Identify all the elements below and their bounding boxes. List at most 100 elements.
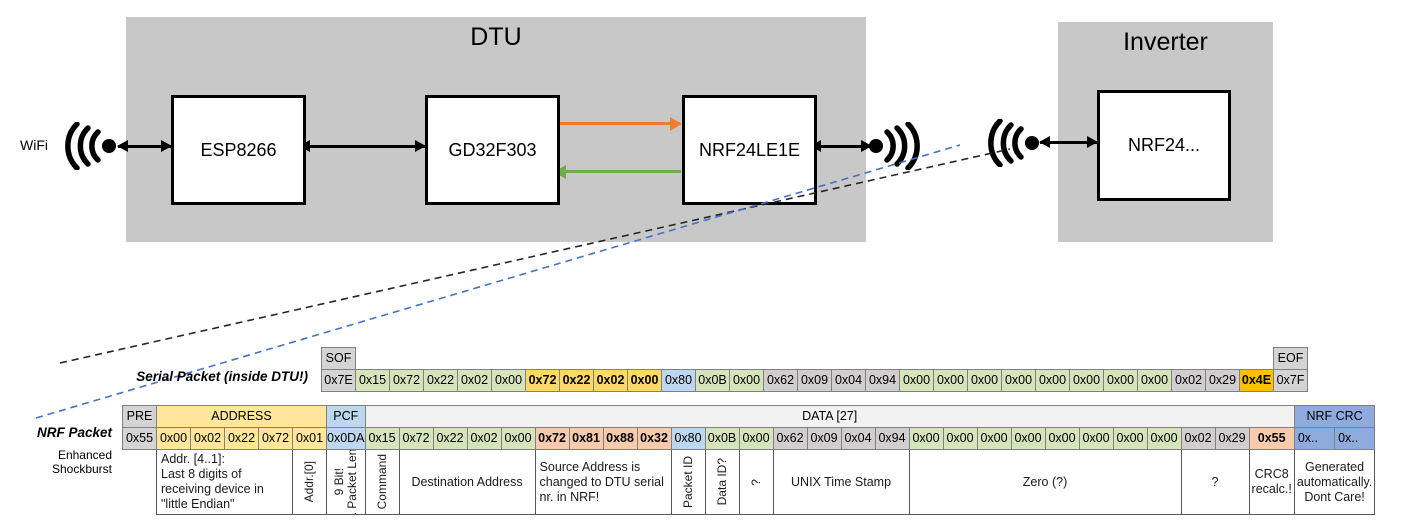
desc-nrf-crc-note-text: Generated automatically. Dont Care! (1296, 459, 1373, 504)
nrf-address-byte-4: 0x01 (292, 427, 327, 450)
serial-byte-5: 0x72 (525, 369, 560, 392)
serial-byte-15: 0x94 (865, 369, 900, 392)
nrf-byte-4: 0x00 (500, 427, 536, 450)
serial-byte-24: 0x02 (1171, 369, 1206, 392)
nrf-byte-0: 0x15 (364, 427, 400, 450)
serial-sof-header: SOF (321, 347, 356, 370)
nrf-byte-20: 0x00 (1044, 427, 1080, 450)
serial-byte-2: 0x22 (423, 369, 458, 392)
serial-eof-value: 0x7F (1273, 369, 1308, 392)
desc-nrf-crc-note: Generated automatically. Dont Care! (1293, 449, 1376, 515)
serial-byte-13: 0x09 (797, 369, 832, 392)
desc-zero: Zero (?) (908, 449, 1182, 515)
desc-command-text: Command (374, 454, 389, 510)
desc-data-id-text: Data ID? (714, 458, 729, 506)
desc-pcf-text-b: Inc. Packet Length (344, 449, 359, 515)
nrf-packet-header-row: PRE ADDRESS PCF DATA [27] NRF CRC (122, 405, 1376, 428)
nrf-byte-25: 0x29 (1214, 427, 1250, 450)
enhanced-shockburst-label: Enhanced Shockburst (51, 448, 112, 476)
nrf-pcf-value: 0x0DA (326, 427, 366, 450)
nrf-byte-7: 0x88 (602, 427, 638, 450)
nrf-byte-2: 0x22 (432, 427, 468, 450)
chip-esp8266: ESP8266 (171, 95, 306, 205)
nrf-address-byte-2: 0x22 (224, 427, 259, 450)
desc-pcf-text-a: 9 Bit! (331, 468, 346, 496)
serial-byte-19: 0x00 (1001, 369, 1036, 392)
antenna-icon-dtu (869, 122, 920, 170)
desc-address: Addr. [4..1]:Last 8 digits of receiving … (156, 449, 293, 515)
desc-pre-empty (123, 450, 157, 515)
dtu-title: DTU (470, 23, 522, 51)
serial-byte-8: 0x00 (627, 369, 662, 392)
nrf-byte-18: 0x00 (976, 427, 1012, 450)
tx-arrow-gd32-to-nrf (555, 116, 682, 131)
desc-source-address: Source Address is changed to DTU serial … (534, 449, 672, 515)
nrf-packet-table: PRE ADDRESS PCF DATA [27] NRF CRC 0x55 0… (122, 405, 1376, 515)
serial-byte-16: 0x00 (899, 369, 934, 392)
desc-unix-time-stamp: UNIX Time Stamp (772, 449, 910, 515)
nrf-byte-9: 0x80 (670, 427, 706, 450)
serial-byte-12: 0x62 (763, 369, 798, 392)
nrf-pcf-header: PCF (326, 405, 366, 428)
serial-byte-21: 0x00 (1069, 369, 1104, 392)
serial-packet-header-row: SOF EOF (321, 347, 1308, 370)
nrf-byte-14: 0x04 (840, 427, 876, 450)
nrf-byte-3: 0x02 (466, 427, 502, 450)
desc-packet-id-text: Packet ID (680, 455, 695, 509)
desc-unknown-small: ? (738, 449, 774, 515)
serial-byte-1: 0x72 (389, 369, 424, 392)
nrf-address-byte-1: 0x02 (190, 427, 225, 450)
serial-byte-11: 0x00 (729, 369, 764, 392)
nrf-byte-15: 0x94 (874, 427, 910, 450)
desc-crc8-text: CRC8 recalc.! (1251, 467, 1292, 496)
nrf-packet-label: NRF Packet (36, 425, 112, 440)
serial-byte-3: 0x02 (457, 369, 492, 392)
nrf-byte-17: 0x00 (942, 427, 978, 450)
serial-byte-4: 0x00 (491, 369, 526, 392)
nrf-data-header: DATA [27] (364, 405, 1295, 428)
serial-byte-18: 0x00 (967, 369, 1002, 392)
nrf-byte-13: 0x09 (806, 427, 842, 450)
inverter-title: Inverter (1123, 28, 1208, 56)
desc-destination-address: Destination Address (398, 449, 536, 515)
chip-nrf24le1e: NRF24LE1E (682, 95, 817, 205)
serial-byte-23: 0x00 (1137, 369, 1172, 392)
desc-pcf: 9 Bit! Inc. Packet Length (326, 449, 366, 515)
link-arrow-wifi-esp8266 (117, 140, 172, 152)
nrf-byte-21: 0x00 (1078, 427, 1114, 450)
chip-gd32f303: GD32F303 (425, 95, 560, 205)
serial-header-spacer (355, 347, 1274, 370)
wifi-label: WiFi (20, 137, 48, 153)
serial-byte-26: 0x4E (1239, 369, 1274, 392)
nrf-byte-26: 0x55 (1248, 427, 1295, 450)
antenna-icon-inverter (988, 119, 1039, 167)
nrf-crc-byte-0: 0x.. (1293, 427, 1336, 450)
antenna-icon-wifi (65, 122, 116, 170)
desc-command: Command (364, 449, 400, 515)
nrf-byte-16: 0x00 (908, 427, 944, 450)
nrf-byte-22: 0x00 (1112, 427, 1148, 450)
serial-sof-value: 0x7E (321, 369, 356, 392)
nrf-crc-byte-1: 0x.. (1334, 427, 1376, 450)
serial-packet-label: Serial Packet (inside DTU!) (136, 369, 308, 384)
serial-eof-header: EOF (1273, 347, 1308, 370)
serial-byte-22: 0x00 (1103, 369, 1138, 392)
callout-leader-lines (35, 144, 1011, 419)
serial-byte-9: 0x80 (661, 369, 696, 392)
serial-byte-25: 0x29 (1205, 369, 1240, 392)
desc-addr0-text: Addr.[0] (302, 461, 316, 503)
nrf-byte-8: 0x32 (636, 427, 672, 450)
desc-address-text: Addr. [4..1]:Last 8 digits of receiving … (161, 452, 264, 511)
nrf-byte-12: 0x62 (772, 427, 808, 450)
nrf-pre-header: PRE (122, 405, 157, 428)
desc-packet-id: Packet ID (670, 449, 706, 515)
serial-byte-7: 0x02 (593, 369, 628, 392)
desc-addr0: Addr.[0] (292, 449, 327, 515)
nrf-byte-11: 0x00 (738, 427, 774, 450)
nrf-pre-value: 0x55 (122, 427, 157, 450)
serial-byte-17: 0x00 (933, 369, 968, 392)
nrf-address-byte-3: 0x72 (258, 427, 293, 450)
